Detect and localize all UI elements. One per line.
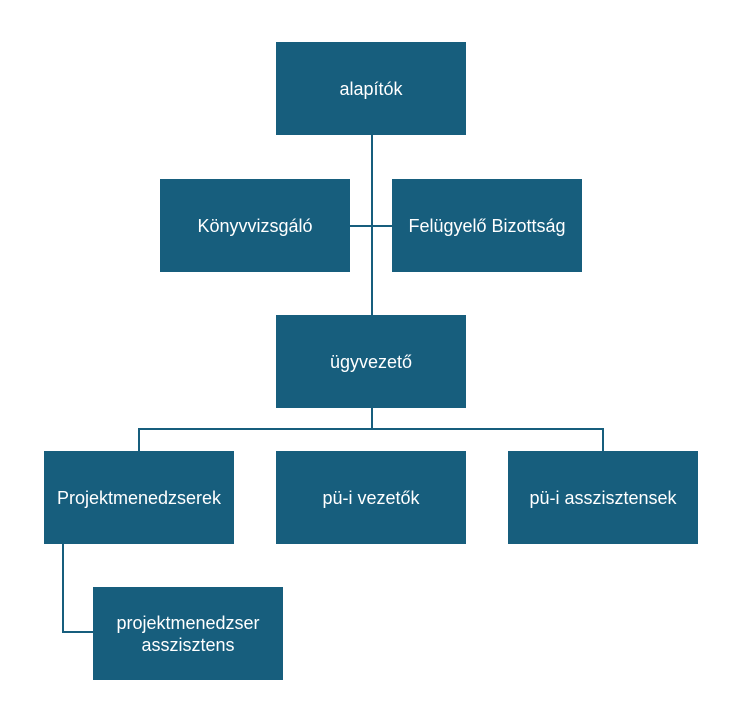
node-ceo: ügyvezető bbox=[276, 315, 466, 408]
node-pu-assistants: pü-i asszisztensek bbox=[508, 451, 698, 544]
node-founders: alapítók bbox=[276, 42, 466, 135]
node-supervisory-board: Felügyelő Bizottság bbox=[392, 179, 582, 272]
node-project-managers: Projektmenedzserek bbox=[44, 451, 234, 544]
node-auditor: Könyvvizsgáló bbox=[160, 179, 350, 272]
node-pm-assistant: projektmenedzser asszisztens bbox=[93, 587, 283, 680]
node-pu-leaders: pü-i vezetők bbox=[276, 451, 466, 544]
